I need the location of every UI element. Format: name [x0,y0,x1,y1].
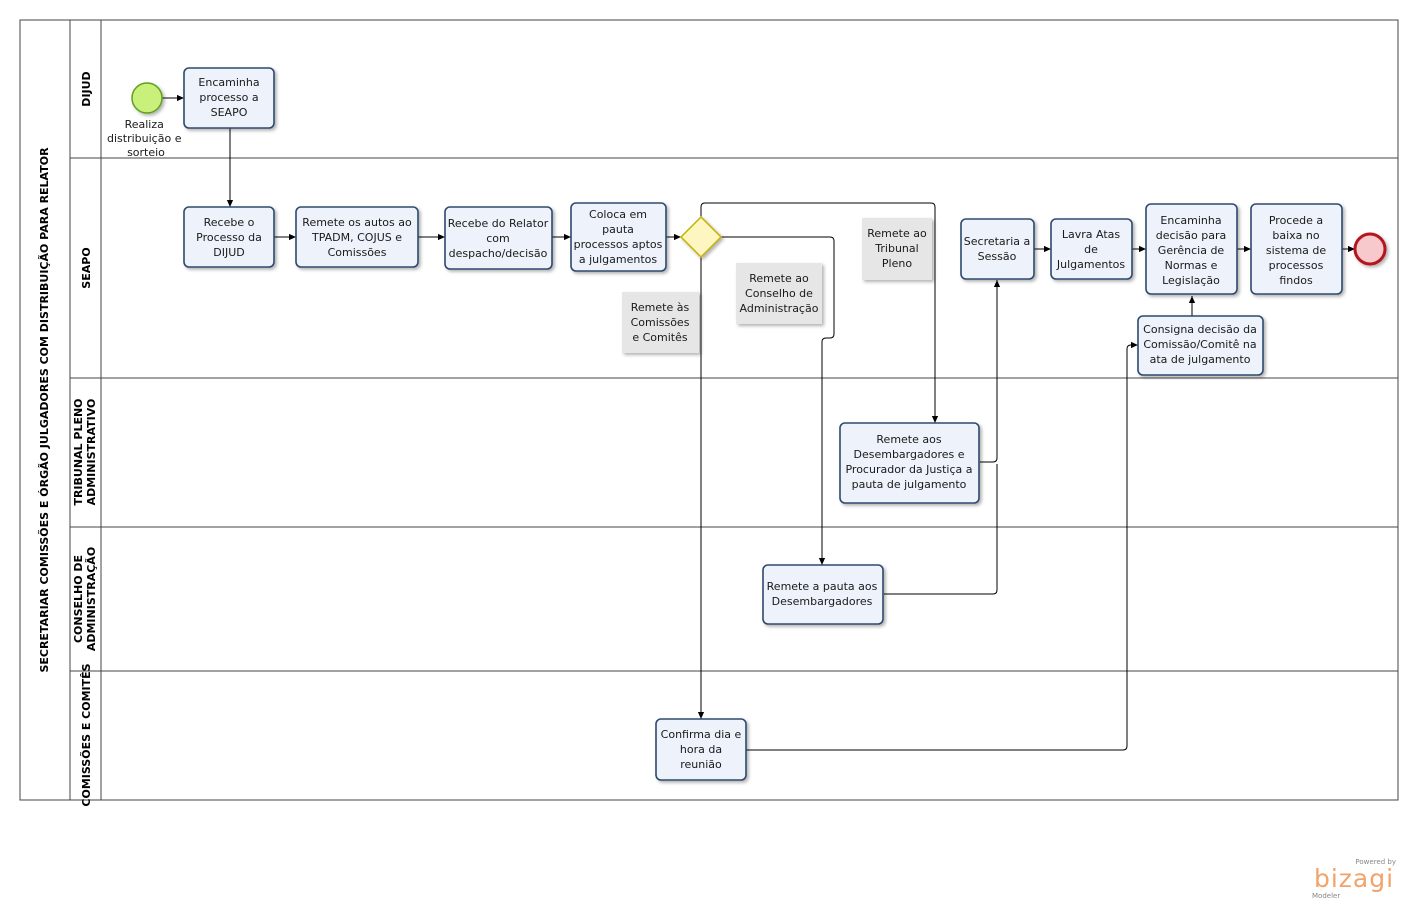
sequence-flows [162,94,1355,751]
start-event-icon [131,82,163,114]
brand-powered: Powered by [1355,858,1396,866]
lane-label: CONSELHO DEADMINISTRAÇÃO [72,547,98,651]
flow-t12-to-t6 [884,464,998,595]
brand-product: Modeler [1312,892,1341,900]
lane-conselho: CONSELHO DEADMINISTRAÇÃO [70,547,1398,672]
pool-title: SECRETARIAR COMISSÕES E ÓRGÃO JULGADORES… [38,147,51,673]
end-event[interactable] [1353,232,1387,266]
lane-label: SEAPO [80,247,93,288]
pool: SECRETARIAR COMISSÕES E ÓRGÃO JULGADORES… [19,19,1399,801]
lane-tribunal-pleno: TRIBUNAL PLENOADMINISTRATIVO [70,398,1398,528]
end-event-icon [1353,232,1387,266]
flow-gateway-to-t12 [721,236,835,565]
bizagi-logo: Powered by bizagi Modeler [1306,858,1402,904]
flow-gateway-to-t11 [700,202,939,423]
lane-label: DIJUD [80,71,93,106]
start-event-label: Realiza distribuição e sorteio [107,118,185,159]
exclusive-gateway[interactable] [679,215,723,259]
flow-t11-to-t6 [980,280,1001,463]
lane-comissoes: COMISSÕES E COMITÊS [80,663,93,806]
lane-label: COMISSÕES E COMITÊS [80,663,93,806]
gateway-diamond-icon [679,215,723,259]
lane-djud: DIJUD [70,71,1398,159]
flow-t13-to-t10 [746,341,1138,751]
lane-seapo: SEAPO [70,247,1398,379]
lane-label: TRIBUNAL PLENOADMINISTRATIVO [72,398,98,505]
brand-name: bizagi [1313,864,1395,893]
start-event[interactable]: Realiza distribuição e sorteio [107,82,185,159]
